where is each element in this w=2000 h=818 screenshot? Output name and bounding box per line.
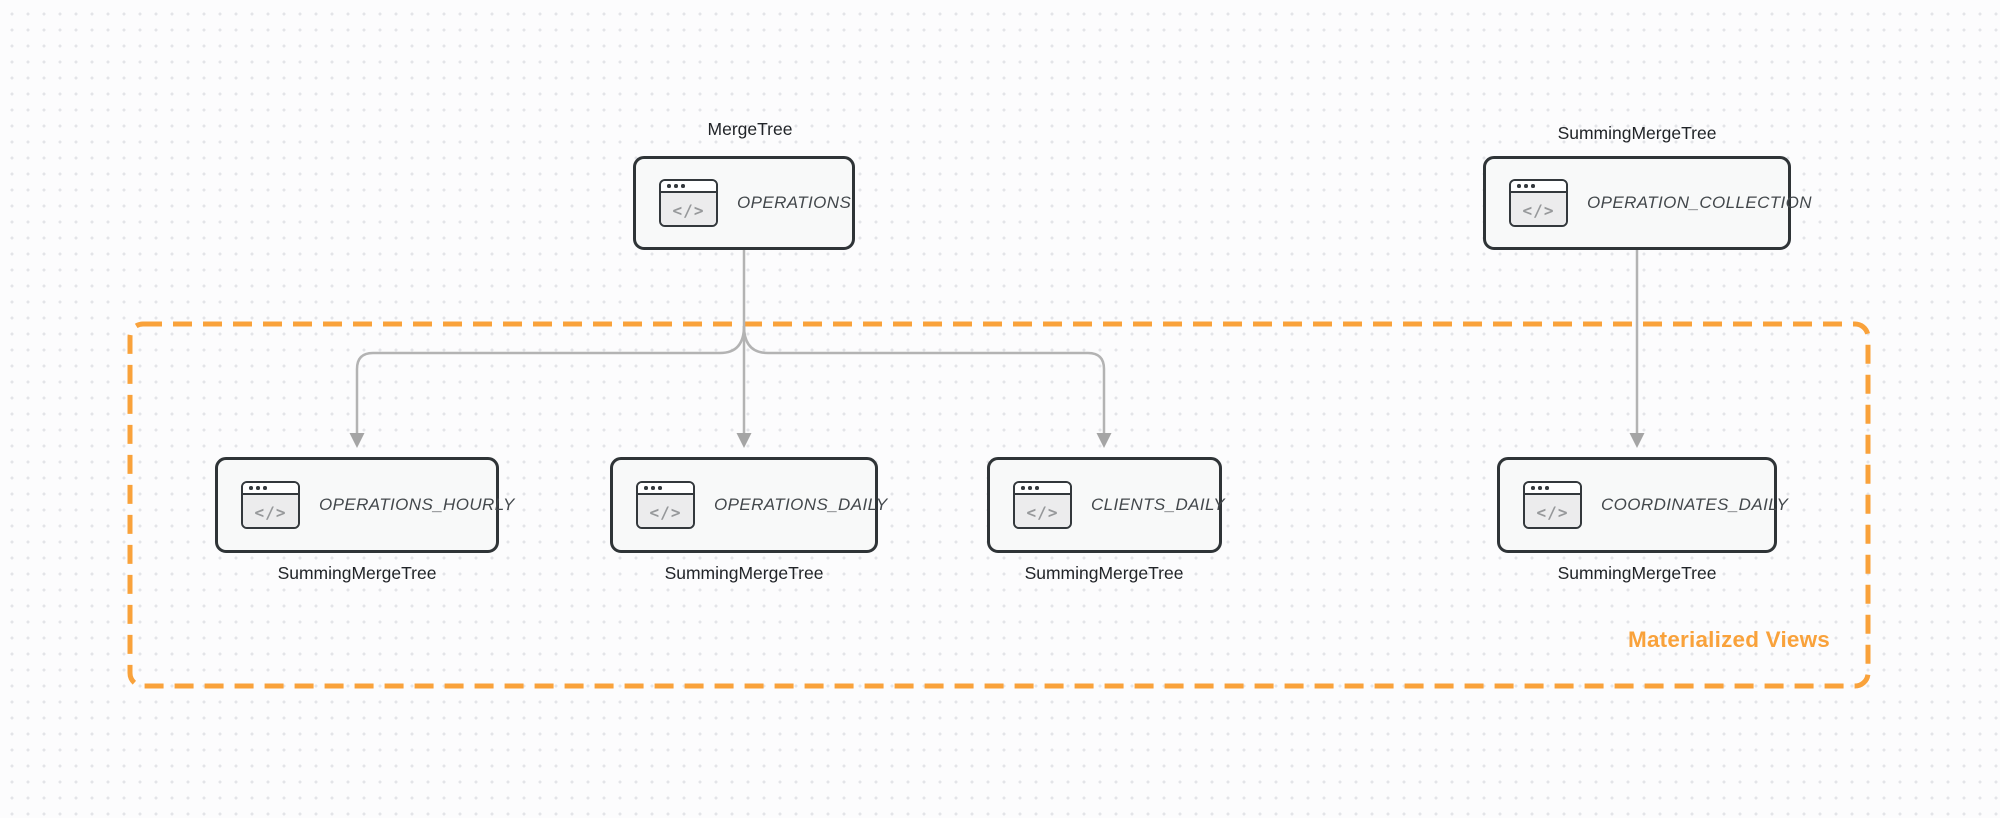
window-dot: [681, 184, 685, 188]
edge-operations-to-clients-daily: [742, 325, 1106, 434]
code-glyph: </>: [638, 495, 693, 527]
node-operations-daily: </> OPERATIONS_DAILY: [610, 457, 887, 553]
engine-label-operations-daily: SummingMergeTree: [664, 563, 824, 583]
window-dot: [256, 486, 260, 490]
window-dot: [1035, 486, 1039, 490]
code-window-icon: </>: [1013, 481, 1072, 529]
node-title: OPERATIONS_HOURLY: [319, 495, 515, 514]
arrowhead-clients-daily: [1096, 433, 1112, 448]
node-title: CLIENTS_DAILY: [1091, 495, 1226, 514]
node-clients-daily: </> CLIENTS_DAILY: [987, 457, 1226, 553]
code-glyph: </>: [1525, 495, 1580, 527]
window-dot: [1517, 184, 1521, 188]
materialized-views-group-border: [127, 321, 1871, 689]
node-operation-collection: </> OPERATION_COLLECTION: [1483, 156, 1812, 250]
code-window-icon: </>: [636, 481, 695, 529]
engine-label-coordinates-daily: SummingMergeTree: [1557, 563, 1717, 583]
window-titlebar: [661, 181, 716, 193]
engine-label-operations-hourly: SummingMergeTree: [277, 563, 437, 583]
materialized-views-label: Materialized Views: [1628, 627, 1831, 652]
node-title: COORDINATES_DAILY: [1601, 495, 1789, 514]
engine-label-clients-daily: SummingMergeTree: [1024, 563, 1184, 583]
code-glyph: </>: [1511, 193, 1566, 225]
window-dot: [249, 486, 253, 490]
window-titlebar: [638, 483, 693, 495]
code-window-icon: </>: [1509, 179, 1568, 227]
window-titlebar: [1015, 483, 1070, 495]
arrowhead-operations-daily: [736, 433, 752, 448]
window-titlebar: [1525, 483, 1580, 495]
window-dot: [658, 486, 662, 490]
window-dot: [1531, 486, 1535, 490]
code-glyph: </>: [661, 193, 716, 225]
window-dot: [263, 486, 267, 490]
window-titlebar: [1511, 181, 1566, 193]
window-dot: [1028, 486, 1032, 490]
window-dot: [667, 184, 671, 188]
window-dot: [1021, 486, 1025, 490]
edge-operations-to-operations-hourly: [355, 325, 746, 434]
window-dot: [1538, 486, 1542, 490]
code-window-icon: </>: [241, 481, 300, 529]
window-dot: [1531, 184, 1535, 188]
arrowhead-coordinates-daily: [1629, 433, 1645, 448]
window-dot: [644, 486, 648, 490]
engine-label-operation-collection: SummingMergeTree: [1557, 123, 1717, 143]
node-operations-hourly: </> OPERATIONS_HOURLY: [215, 457, 514, 553]
node-operations: </> OPERATIONS: [633, 156, 855, 250]
code-glyph: </>: [243, 495, 298, 527]
window-dot: [651, 486, 655, 490]
window-dot: [674, 184, 678, 188]
window-dot: [1524, 184, 1528, 188]
node-title: OPERATIONS: [737, 193, 852, 212]
node-title: OPERATIONS_DAILY: [714, 495, 888, 514]
window-dot: [1545, 486, 1549, 490]
node-coordinates-daily: </> COORDINATES_DAILY: [1497, 457, 1788, 553]
code-window-icon: </>: [1523, 481, 1582, 529]
code-window-icon: </>: [659, 179, 718, 227]
arrowhead-operations-hourly: [349, 433, 365, 448]
node-title: OPERATION_COLLECTION: [1587, 193, 1812, 212]
engine-label-operations: MergeTree: [707, 119, 793, 139]
code-glyph: </>: [1015, 495, 1070, 527]
window-titlebar: [243, 483, 298, 495]
